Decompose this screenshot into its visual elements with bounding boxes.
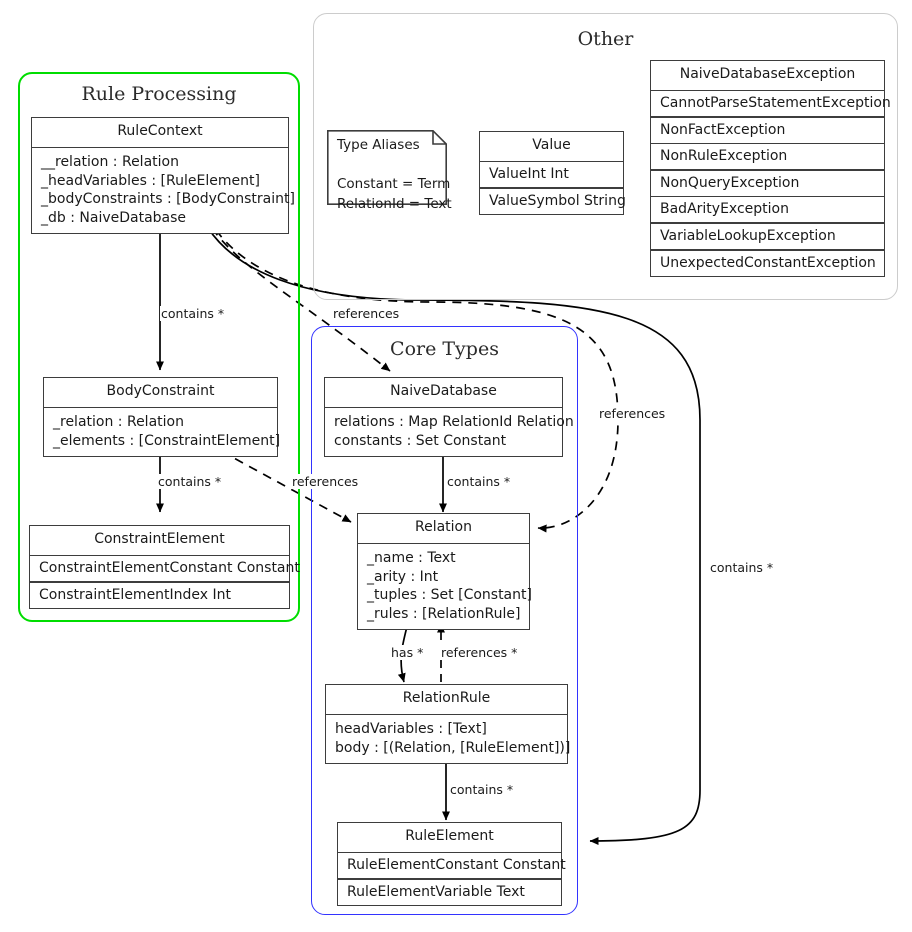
divider [30, 581, 289, 583]
note-type-aliases[interactable]: Type Aliases Constant = Term RelationId … [327, 130, 452, 212]
class-value-title: Value [532, 137, 571, 153]
class-rule-context-attributes: __relation : Relation _headVariables : [… [32, 148, 295, 233]
class-relation-attributes: _name : Text _arity : Int _tuples : Set … [358, 544, 532, 629]
edge-label-contains-rulecontext-bodyconstraint: contains * [160, 306, 226, 321]
class-rule-element[interactable]: RuleElement RuleElementConstant Constant… [337, 822, 566, 906]
exception-row: CannotParseStatementException [660, 95, 891, 112]
attribute: _arity : Int [367, 568, 439, 585]
attribute: _relation : Relation [53, 414, 184, 431]
note-text: Type Aliases Constant = Term RelationId … [337, 137, 452, 212]
class-relation-rule-title: RelationRule [402, 690, 491, 706]
exception-row: NonRuleException [660, 148, 788, 165]
class-body-constraint-attributes: _relation : Relation _elements : [Constr… [44, 408, 281, 456]
class-value-row: ValueInt Int [489, 166, 569, 183]
edge-label-references-bodyconstraint-relation: references [291, 474, 360, 489]
exception-row: UnexpectedConstantException [660, 254, 876, 271]
exception-row: BadArityException [660, 201, 789, 218]
divider [32, 146, 288, 149]
group-core-types-title: Core Types [390, 338, 499, 360]
class-rule-element-title: RuleElement [405, 828, 494, 844]
class-constraint-element-row: ConstraintElementIndex Int [39, 586, 232, 603]
attribute: constants : Set Constant [334, 432, 507, 449]
attribute: body : [(Relation, [RuleElement])] [335, 739, 571, 756]
divider [651, 142, 884, 145]
exception-row: NonFactException [660, 121, 786, 138]
edge-label-references-rulecontext-relation: references [598, 406, 667, 421]
divider [338, 878, 561, 880]
divider [651, 195, 884, 198]
divider [480, 187, 623, 189]
divider [30, 554, 289, 557]
group-core-types: Core Types [311, 326, 578, 915]
attribute: headVariables : [Text] [335, 721, 487, 738]
divider [44, 406, 277, 409]
divider [358, 542, 529, 545]
class-value-row: ValueSymbol String [489, 192, 626, 209]
class-naive-database-attributes: relations : Map RelationId Relation cons… [325, 408, 574, 456]
class-rule-element-row: RuleElementVariable Text [347, 883, 525, 900]
class-exceptions[interactable]: NaiveDatabaseException CannotParseStatem… [650, 60, 891, 277]
divider [651, 89, 884, 92]
class-relation-rule[interactable]: RelationRule headVariables : [Text] body… [325, 684, 571, 765]
attribute: _bodyConstraints : [BodyConstraint] [41, 191, 295, 208]
edge-label-has-relation-relationrule: has * [390, 645, 425, 660]
class-relation[interactable]: Relation _name : Text _arity : Int _tupl… [357, 513, 532, 630]
class-rule-context-title: RuleContext [117, 123, 203, 139]
class-exceptions-title: NaiveDatabaseException [679, 66, 856, 82]
exception-row: VariableLookupException [660, 228, 836, 245]
edge-label-references-relationrule-relation: references * [440, 645, 519, 660]
attribute: _name : Text [367, 550, 456, 567]
class-rule-context[interactable]: RuleContext __relation : Relation _headV… [31, 117, 295, 234]
class-relation-title: Relation [415, 519, 472, 535]
group-other: Other [313, 13, 898, 300]
group-rule-processing-title: Rule Processing [81, 83, 237, 105]
class-rule-element-row: RuleElementConstant Constant [347, 857, 566, 874]
attribute: __relation : Relation [41, 154, 179, 171]
attribute: _headVariables : [RuleElement] [41, 172, 260, 189]
class-constraint-element-title: ConstraintElement [94, 531, 225, 547]
group-other-title: Other [577, 28, 634, 50]
exception-row: NonQueryException [660, 174, 800, 191]
attribute: relations : Map RelationId Relation [334, 414, 574, 431]
class-value[interactable]: Value ValueInt Int ValueSymbol String [479, 131, 626, 215]
edge-label-contains-naivedatabase-relation: contains * [446, 474, 512, 489]
group-rule-processing: Rule Processing [18, 72, 300, 622]
divider [326, 713, 567, 716]
class-constraint-element[interactable]: ConstraintElement ConstraintElementConst… [29, 525, 300, 609]
edge-label-contains-bodyconstraint-constraintelement: contains * [157, 474, 223, 489]
divider [325, 406, 562, 409]
divider [651, 222, 884, 225]
edge-label-contains-rulecontext-ruleelement: contains * [709, 560, 775, 575]
attribute: _tuples : Set [Constant] [367, 587, 532, 604]
divider [480, 160, 623, 163]
attribute: _rules : [RelationRule] [367, 605, 521, 622]
class-relation-rule-attributes: headVariables : [Text] body : [(Relation… [326, 715, 571, 763]
class-naive-database-title: NaiveDatabase [390, 383, 497, 399]
divider [651, 249, 884, 251]
divider [651, 116, 884, 118]
class-body-constraint-title: BodyConstraint [106, 383, 215, 399]
class-naive-database[interactable]: NaiveDatabase relations : Map RelationId… [324, 377, 574, 458]
class-constraint-element-row: ConstraintElementConstant Constant [39, 560, 300, 577]
note-shape [327, 130, 447, 205]
class-body-constraint[interactable]: BodyConstraint _relation : Relation _ele… [43, 377, 281, 458]
edge-label-references-rulecontext-naivedatabase: references [332, 306, 401, 321]
attribute: _db : NaiveDatabase [41, 209, 187, 226]
divider [338, 851, 561, 854]
edge-label-contains-relationrule-ruleelement: contains * [449, 782, 515, 797]
divider [651, 169, 884, 171]
attribute: _elements : [ConstraintElement] [53, 432, 281, 449]
